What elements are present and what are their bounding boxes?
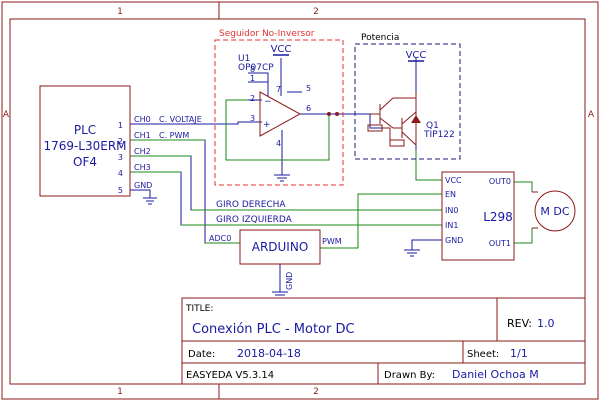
software-label: EASYEDA V5.3.14 bbox=[186, 370, 274, 381]
frame-col-1-bottom: 1 bbox=[117, 387, 123, 397]
arduino-gnd-symbol bbox=[272, 291, 288, 299]
plc-pin1-net: C. VOLTAJE bbox=[159, 115, 202, 124]
frame-col-2-bottom: 2 bbox=[313, 387, 319, 397]
l298-pin-out1: OUT1 bbox=[489, 239, 511, 248]
date-value: 2018-04-18 bbox=[237, 347, 301, 360]
net-giro-izquierda: GIRO IZQUIERDA bbox=[216, 215, 293, 225]
frame-col-2-top: 2 bbox=[313, 7, 319, 17]
plc-gnd-symbol bbox=[143, 197, 157, 205]
arduino-pwm-pin: PWM bbox=[322, 237, 342, 246]
follower-title: Seguidor No-Inversor bbox=[219, 29, 315, 39]
title-value: Conexión PLC - Motor DC bbox=[192, 322, 355, 337]
plc-pin2-num: 2 bbox=[118, 137, 123, 146]
date-label: Date: bbox=[188, 349, 215, 360]
opamp-symbol bbox=[259, 91, 302, 137]
opamp-minus: − bbox=[264, 97, 272, 107]
plc-pin5-name: GND bbox=[134, 181, 152, 190]
opamp-pin4: 4 bbox=[276, 139, 281, 148]
opamp-pin8: 8 bbox=[250, 65, 255, 74]
follower-gnd-symbol bbox=[274, 174, 290, 182]
plc-pin2-net: C. PWM bbox=[159, 131, 189, 140]
l298-pin-in0: IN0 bbox=[445, 206, 458, 215]
darlington-diode bbox=[411, 115, 421, 123]
drawn-by-label: Drawn By: bbox=[384, 370, 435, 381]
power-part: TIP122 bbox=[423, 130, 455, 140]
plc-label-line1: PLC bbox=[74, 123, 96, 137]
opamp-pin7: 7 bbox=[276, 85, 281, 94]
plc-pin3-name: CH2 bbox=[134, 147, 151, 156]
l298-pin-gnd: GND bbox=[445, 236, 463, 245]
plc-pin5-num: 5 bbox=[118, 186, 123, 195]
plc-block bbox=[39, 85, 131, 197]
follower-box bbox=[214, 39, 344, 186]
opamp-pin1: 1 bbox=[250, 74, 255, 83]
l298-pin-en: EN bbox=[445, 190, 456, 199]
follower-designator: U1 bbox=[238, 54, 250, 64]
rev-value: 1.0 bbox=[537, 317, 555, 330]
sheet-label: Sheet: bbox=[467, 349, 499, 360]
wires-green bbox=[130, 99, 533, 249]
l298-pin-out0: OUT0 bbox=[489, 177, 511, 186]
l298-pin-in1: IN1 bbox=[445, 221, 458, 230]
opamp-pin2: 2 bbox=[250, 94, 255, 103]
arduino-block bbox=[239, 229, 321, 265]
l298-block bbox=[441, 171, 515, 261]
power-title: Potencia bbox=[361, 33, 399, 43]
opamp-pin3: 3 bbox=[250, 114, 255, 123]
follower-part: OP07CP bbox=[238, 63, 274, 73]
net-giro-derecha: GIRO DERECHA bbox=[216, 200, 286, 210]
arduino-label: ARDUINO bbox=[252, 240, 309, 254]
frame-row-a-left: A bbox=[3, 110, 10, 120]
plc-pin2-name: CH1 bbox=[134, 131, 151, 140]
power-box bbox=[354, 43, 461, 160]
frame-row-a-right: A bbox=[588, 110, 595, 120]
rev-label: REV: bbox=[507, 317, 532, 330]
drawn-by-value: Daniel Ochoa M bbox=[452, 368, 539, 381]
plc-label-line2: 1769-L30ERM bbox=[43, 139, 126, 153]
junction-feedback bbox=[327, 112, 331, 116]
l298-gnd-symbol bbox=[404, 249, 420, 257]
plc-pin3-num: 3 bbox=[118, 153, 123, 162]
title-label: TITLE: bbox=[185, 304, 213, 314]
l298-label: L298 bbox=[483, 210, 513, 224]
l298-pin-vcc: VCC bbox=[445, 176, 462, 185]
follower-vcc-label: VCC bbox=[271, 44, 292, 55]
motor-symbol bbox=[534, 190, 576, 232]
frame-col-1-top: 1 bbox=[117, 7, 123, 17]
motor-label: M DC bbox=[540, 205, 569, 218]
plc-pin4-name: CH3 bbox=[134, 163, 151, 172]
sheet-value: 1/1 bbox=[510, 347, 528, 360]
arduino-adc-pin: ADC0 bbox=[209, 234, 231, 243]
junction-opamp-out bbox=[335, 112, 339, 116]
plc-pin4-num: 4 bbox=[118, 169, 123, 178]
plc-label-line3: OF4 bbox=[73, 155, 97, 169]
opamp-pin6: 6 bbox=[306, 104, 311, 113]
darlington-symbol bbox=[367, 92, 417, 147]
power-designator: Q1 bbox=[426, 121, 439, 131]
title-block bbox=[181, 297, 586, 385]
arduino-gnd-pin: GND bbox=[285, 272, 294, 290]
plc-pin1-num: 1 bbox=[118, 121, 123, 130]
opamp-pin5: 5 bbox=[306, 84, 311, 93]
plc-pin1-name: CH0 bbox=[134, 115, 151, 124]
opamp-plus: + bbox=[263, 120, 271, 130]
power-vcc-label: VCC bbox=[406, 50, 427, 61]
